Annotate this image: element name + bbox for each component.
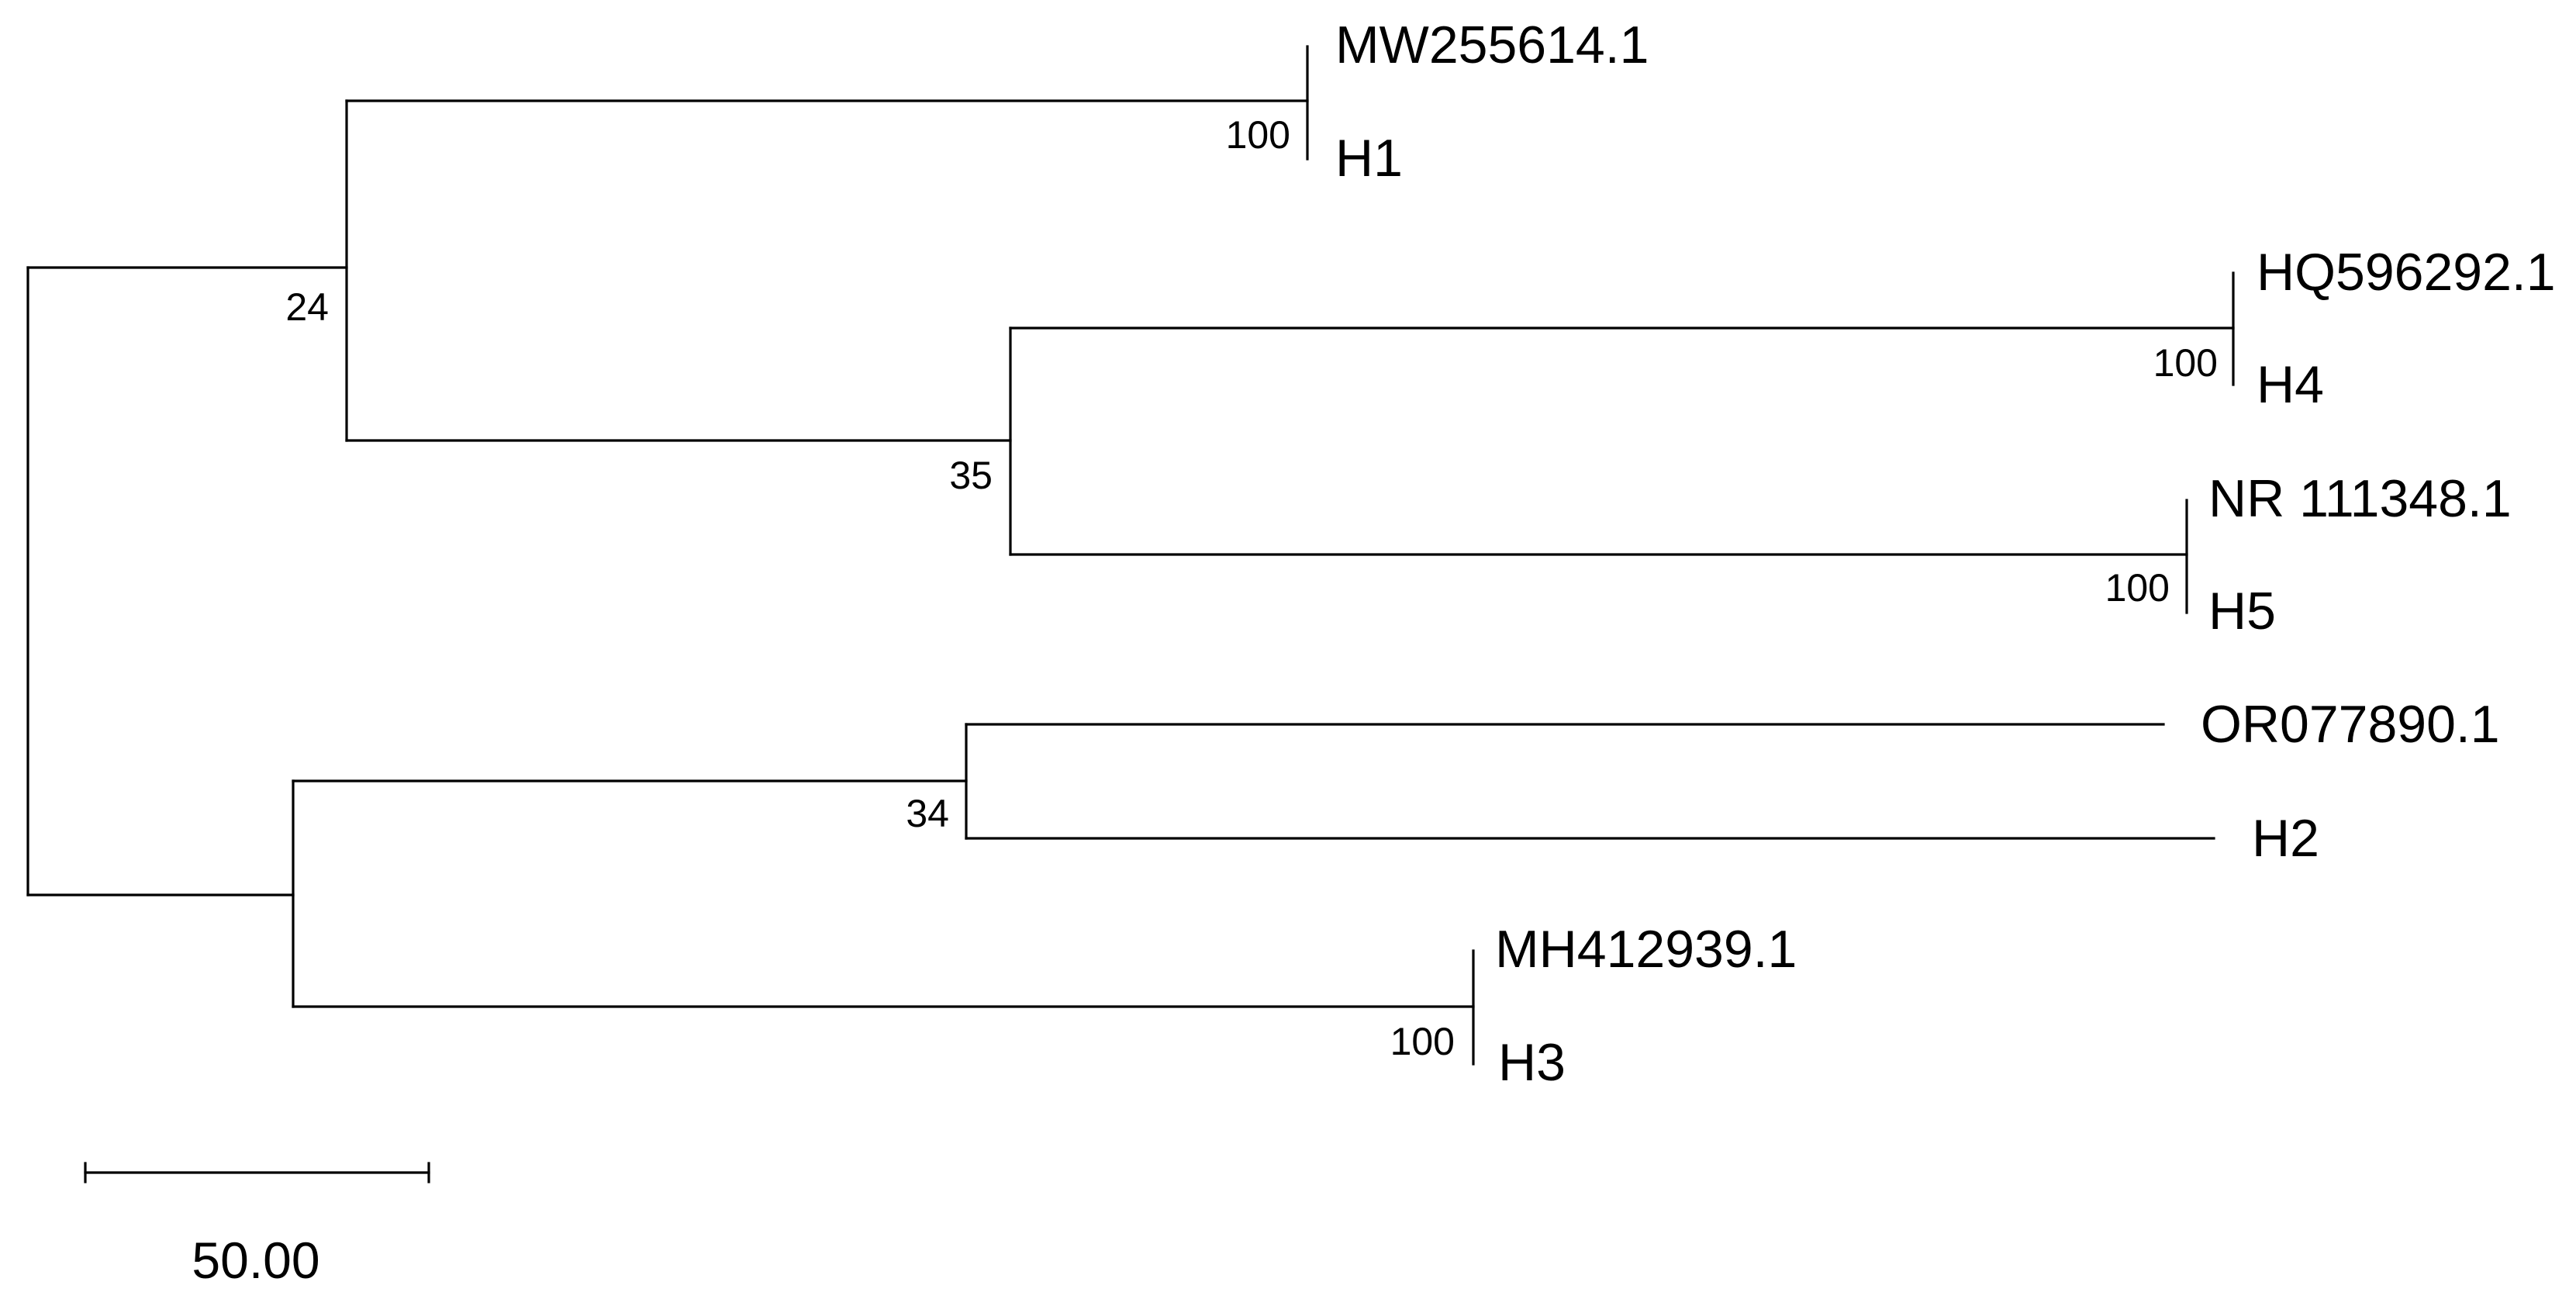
leaf-label-h4: H4 <box>2257 355 2324 414</box>
support-value: 34 <box>906 792 949 835</box>
leaf-label-hq596292: HQ596292.1 <box>2257 243 2556 302</box>
leaf-label-h1: H1 <box>1335 129 1403 188</box>
leaf-label-h3: H3 <box>1498 1033 1566 1092</box>
leaf-label-nr111348: NR 111348.1 <box>2208 469 2512 528</box>
leaf-label-h2: H2 <box>2252 809 2319 868</box>
scale-bar-label: 50.00 <box>192 1232 319 1289</box>
support-value: 35 <box>949 454 993 497</box>
support-value: 100 <box>2153 341 2218 385</box>
scale-bar: 50.00 <box>84 1162 430 1289</box>
leaf-label-or077890: OR077890.1 <box>2201 695 2500 754</box>
support-value: 100 <box>1226 113 1290 157</box>
support-value: 24 <box>285 285 329 329</box>
leaf-label-mh412939: MH412939.1 <box>1495 920 1797 979</box>
support-value: 100 <box>1390 1020 1455 1063</box>
leaf-label-mw255614: MW255614.1 <box>1335 16 1649 74</box>
support-value: 100 <box>2105 566 2170 610</box>
leaf-label-h5: H5 <box>2208 582 2276 641</box>
